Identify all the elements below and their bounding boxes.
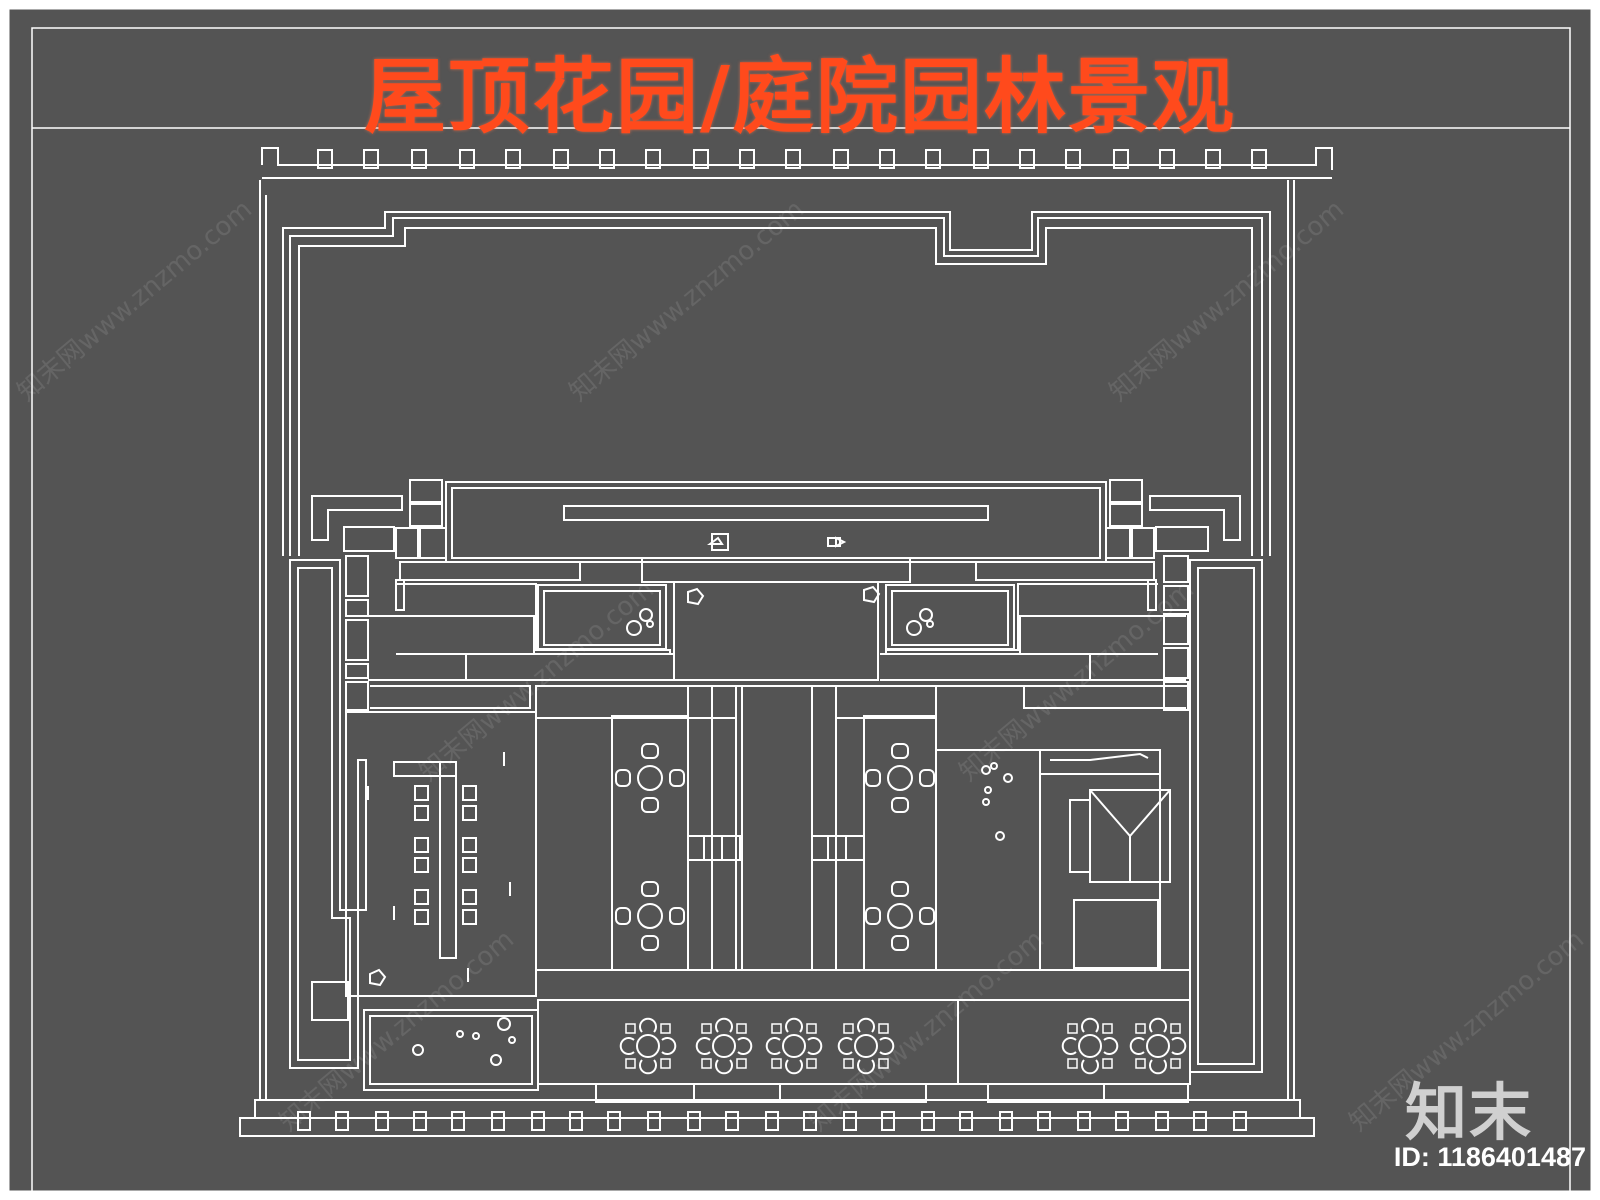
drawing-title: 屋顶花园/庭院园林景观 — [364, 50, 1236, 145]
brand-logo: 知末 — [1405, 1076, 1534, 1149]
id-label: ID: 1186401487 — [1393, 1142, 1586, 1172]
